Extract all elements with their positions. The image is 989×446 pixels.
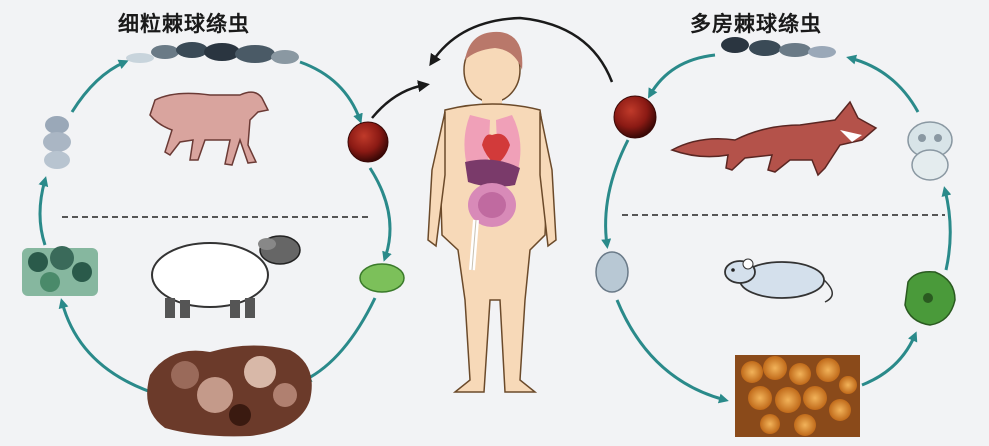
arrow-scolex-to-worm: [70, 59, 129, 113]
protoscolex-icon: [22, 246, 98, 296]
fox-icon: [670, 100, 878, 177]
scolex-icon: [43, 116, 71, 169]
arrow-r-oncosphere-to-alveolar: [615, 299, 729, 404]
egg-icon: [613, 95, 657, 139]
arrow-r-worm-to-egg: [648, 53, 716, 99]
human-section: [371, 16, 614, 393]
arrow-oncosphere-to-cyst: [301, 297, 377, 382]
scolex-icon: [907, 121, 953, 181]
left-cycle: [22, 42, 405, 437]
dog-icon: [149, 91, 270, 166]
hydatid-cyst-icon: [147, 345, 312, 437]
title-e-multilocularis: 多房棘球绦虫: [690, 12, 822, 36]
rodent-icon: [724, 258, 833, 303]
protoscolex-icon: [904, 270, 956, 326]
arrow-protoscolex-to-scolex: [38, 176, 49, 246]
alveolar-cyst-icon: [735, 355, 860, 437]
arrow-cyst-to-protoscolex: [58, 298, 161, 397]
adult-worm-icon: [721, 37, 836, 58]
arrow-egg-to-oncosphere: [368, 167, 392, 262]
oncosphere-icon: [595, 251, 629, 293]
human-body-icon: [427, 31, 557, 393]
adult-worm-icon: [126, 42, 299, 64]
oncosphere-icon: [359, 263, 405, 293]
arrow-worm-to-egg: [299, 60, 363, 124]
arrow-r-alveolar-to-protoscolex: [861, 331, 918, 387]
title-e-granulosus: 细粒棘球绦虫: [118, 12, 250, 36]
arrow-r-protoscolex-to-scolex: [941, 186, 952, 271]
egg-icon: [347, 121, 389, 163]
right-cycle: [595, 37, 956, 437]
arrow-r-egg-to-oncosphere: [601, 139, 630, 249]
arrow-r-scolex-to-worm: [846, 54, 920, 113]
arrow-egg-to-human: [371, 80, 430, 119]
sheep-icon: [151, 235, 301, 318]
arrow-top-to-human: [429, 16, 614, 83]
